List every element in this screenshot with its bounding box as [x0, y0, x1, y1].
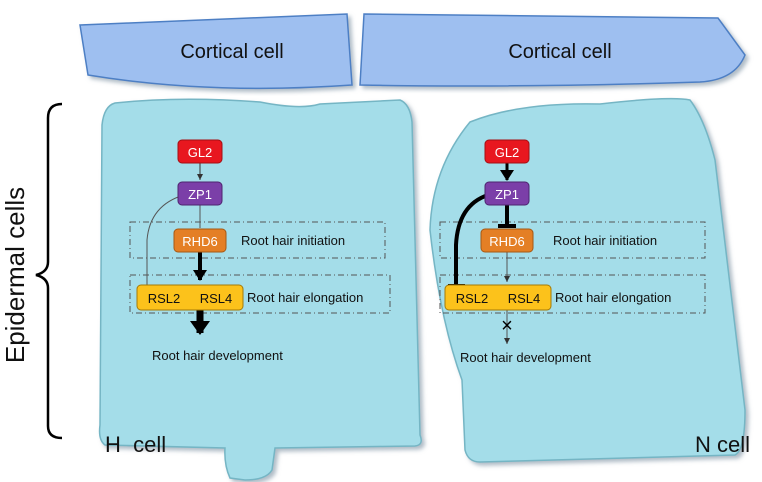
n-rsl-node: RSL2 RSL4 [444, 284, 552, 311]
h-initiation-region [129, 221, 386, 259]
n-zp1-label: ZP1 [495, 187, 519, 202]
h-zp1-node: ZP1 [177, 181, 223, 206]
n-zp1-node: ZP1 [484, 181, 530, 206]
n-rsl2-label: RSL2 [456, 291, 489, 306]
n-cell [429, 97, 746, 463]
n-rhd6-label: RHD6 [489, 234, 524, 249]
n-elongation-label: Root hair elongation [555, 290, 671, 305]
n-rsl4-label: RSL4 [508, 291, 541, 306]
cortical-cell-left-label: Cortical cell [180, 41, 283, 63]
h-rhd6-node: RHD6 [173, 228, 227, 253]
n-gl2-label: GL2 [495, 145, 520, 160]
h-gl2-node: GL2 [177, 139, 223, 164]
n-elongation-region [439, 274, 706, 314]
n-initiation-label: Root hair initiation [553, 233, 657, 248]
h-rsl-node: RSL2 RSL4 [136, 284, 244, 311]
h-elongation-label: Root hair elongation [247, 290, 363, 305]
h-elongation-region [129, 274, 391, 314]
epidermal-cells-label: Epidermal cells [0, 187, 30, 363]
n-initiation-region [439, 221, 706, 259]
n-cell-label: N cell [695, 432, 750, 457]
h-rsl4-label: RSL4 [200, 291, 233, 306]
epidermal-bracket [35, 102, 63, 440]
cortical-cell-right-label: Cortical cell [508, 41, 611, 63]
h-rsl2-label: RSL2 [148, 291, 181, 306]
n-gl2-node: GL2 [484, 139, 530, 164]
h-zp1-label: ZP1 [188, 187, 212, 202]
n-development-label: Root hair development [460, 350, 591, 365]
cortical-cell-right: Cortical cell [359, 13, 746, 87]
h-rhd6-label: RHD6 [182, 234, 217, 249]
n-block-x-icon: × [501, 315, 513, 337]
cortical-cell-left: Cortical cell [79, 13, 353, 90]
h-gl2-label: GL2 [188, 145, 213, 160]
n-zp1-inhibits-rsl-line [454, 193, 489, 285]
n-rhd6-node: RHD6 [480, 228, 534, 253]
h-zp1-inhibits-rsl-line [146, 194, 185, 287]
h-initiation-label: Root hair initiation [241, 233, 345, 248]
h-development-label: Root hair development [152, 348, 283, 363]
h-cell-label: H cell [105, 432, 166, 457]
